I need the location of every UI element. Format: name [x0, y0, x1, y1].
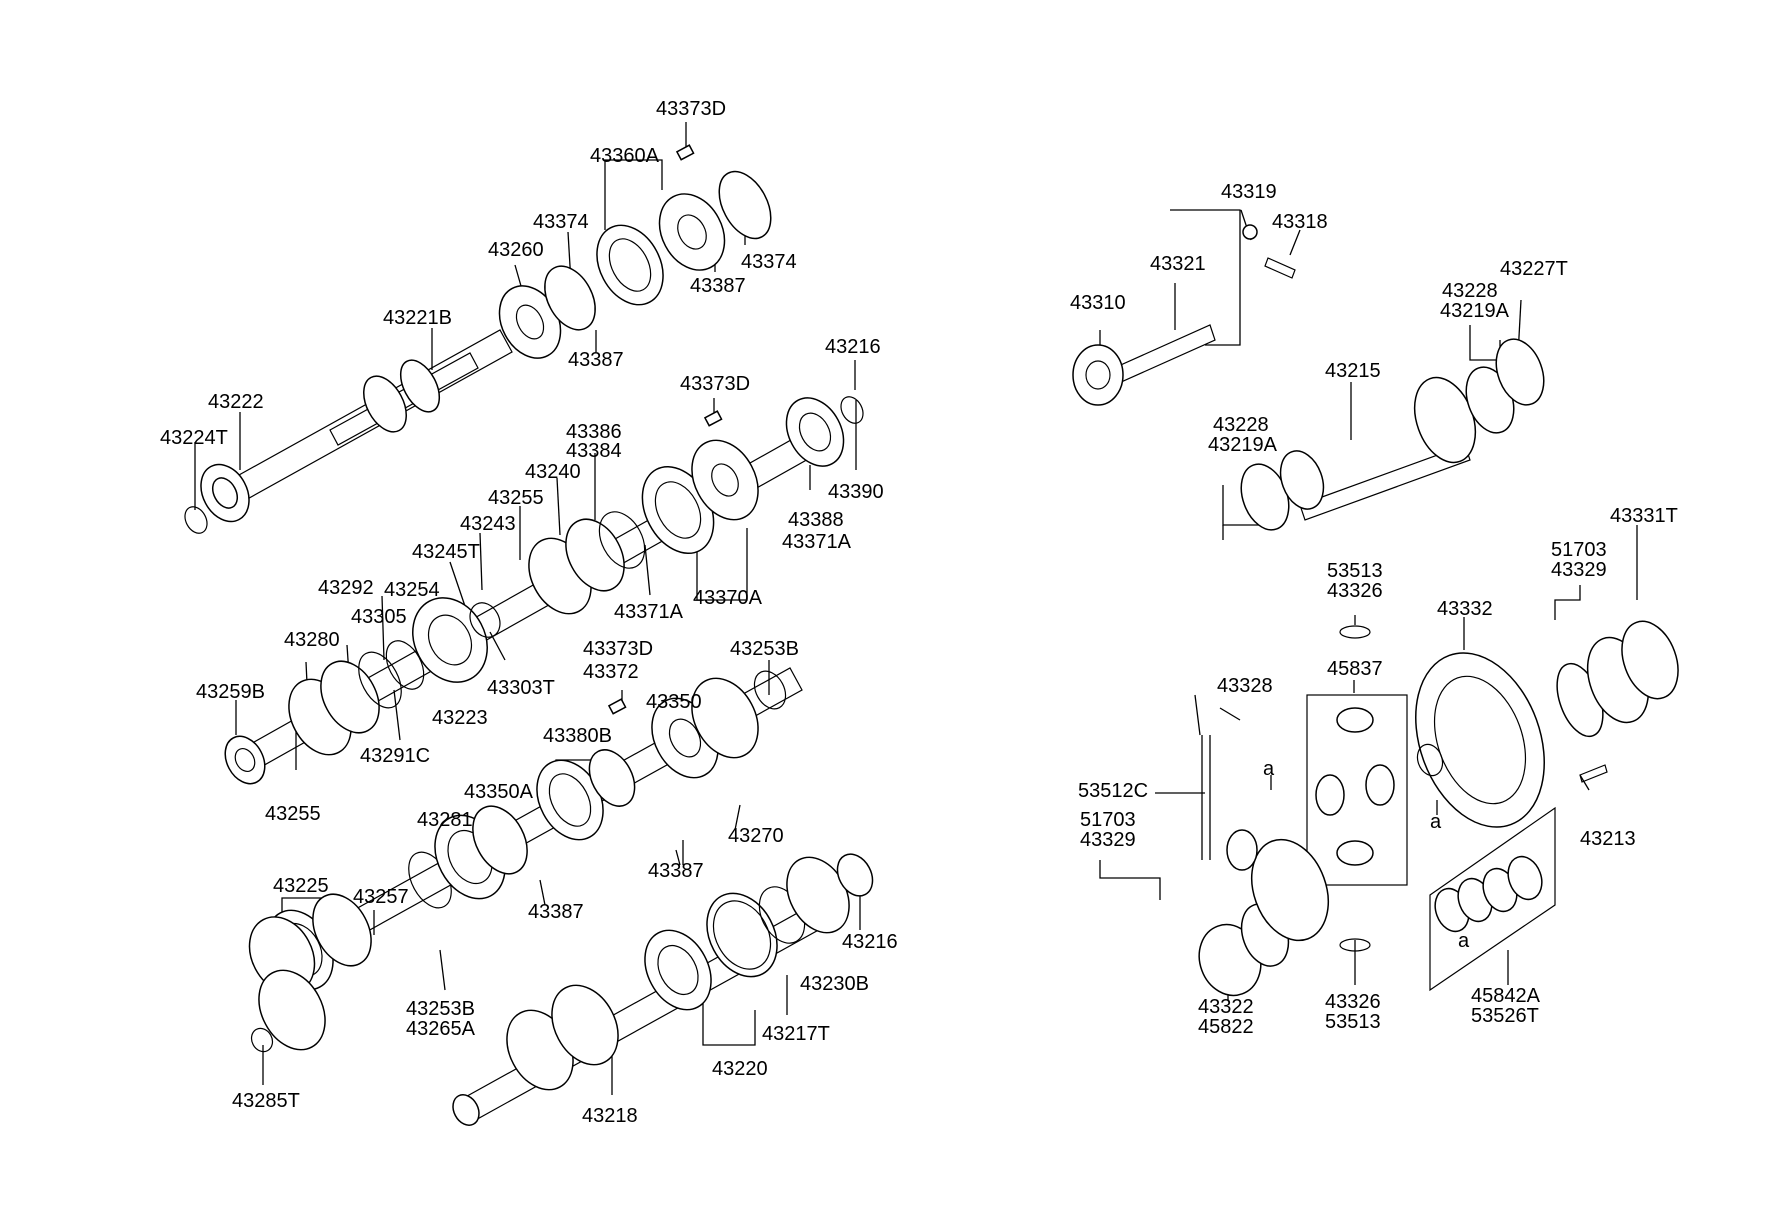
- label-43328: 43328: [1217, 675, 1273, 697]
- label-43373D-mid: 43373D: [680, 373, 750, 395]
- label-45842A: 45842A: [1471, 985, 1541, 1007]
- label-43255-a: 43255: [488, 487, 544, 509]
- label-43350: 43350: [646, 691, 702, 713]
- label-43243: 43243: [460, 513, 516, 535]
- label-43220: 43220: [712, 1058, 768, 1080]
- label-53512C: 53512C: [1078, 780, 1148, 802]
- label-43305: 43305: [351, 606, 407, 628]
- label-43387-b: 43387: [568, 349, 624, 371]
- label-43388: 43388: [788, 509, 844, 531]
- label-53513-low: 53513: [1325, 1011, 1381, 1033]
- label-43217T: 43217T: [762, 1023, 830, 1045]
- label-43319: 43319: [1221, 181, 1277, 203]
- label-43350A: 43350A: [464, 781, 534, 803]
- label-43326-low: 43326: [1325, 991, 1381, 1013]
- label-43310: 43310: [1070, 292, 1126, 314]
- label-43326-top: 43326: [1327, 580, 1383, 602]
- label-43254: 43254: [384, 579, 440, 601]
- label-43360A: 43360A: [590, 145, 660, 167]
- label-43318: 43318: [1272, 211, 1328, 233]
- label-45822: 45822: [1198, 1016, 1254, 1038]
- label-43228-a: 43228: [1442, 280, 1498, 302]
- label-43260: 43260: [488, 239, 544, 261]
- label-a-2: a: [1430, 811, 1442, 833]
- label-43259B: 43259B: [196, 681, 265, 703]
- label-43265A: 43265A: [406, 1018, 476, 1040]
- label-43228-b: 43228: [1213, 414, 1269, 436]
- label-43380B: 43380B: [543, 725, 612, 747]
- differential-pinion-group-box: [1306, 694, 1408, 886]
- label-51703-b: 51703: [1080, 809, 1136, 831]
- label-43230B: 43230B: [800, 973, 869, 995]
- label-43216-top: 43216: [825, 336, 881, 358]
- label-43291C: 43291C: [360, 745, 430, 767]
- label-43227T: 43227T: [1500, 258, 1568, 280]
- label-43270: 43270: [728, 825, 784, 847]
- part-labels: 43373D 43360A 43374 43260 43387 43374 43…: [160, 98, 1678, 1127]
- final-drive-assembly: [1072, 224, 1679, 997]
- label-43373D-top: 43373D: [656, 98, 726, 120]
- label-43390: 43390: [828, 481, 884, 503]
- input-shaft-assembly: [184, 144, 772, 534]
- label-43321: 43321: [1150, 253, 1206, 275]
- label-43257: 43257: [353, 886, 409, 908]
- label-43329-a: 43329: [1551, 559, 1607, 581]
- label-43387-d: 43387: [528, 901, 584, 923]
- label-45837: 45837: [1327, 658, 1383, 680]
- label-53513-top: 53513: [1327, 560, 1383, 582]
- label-43370A: 43370A: [693, 587, 763, 609]
- label-43372: 43372: [583, 661, 639, 683]
- label-43303T: 43303T: [487, 677, 555, 699]
- counter-shaft-assembly: [248, 853, 874, 1126]
- label-a-1: a: [1263, 758, 1275, 780]
- label-43322: 43322: [1198, 996, 1254, 1018]
- label-43373D-low: 43373D: [583, 638, 653, 660]
- label-43384: 43384: [566, 440, 622, 462]
- label-51703-a: 51703: [1551, 539, 1607, 561]
- label-43253B-b: 43253B: [406, 998, 475, 1020]
- label-43374-b: 43374: [741, 251, 797, 273]
- label-43280: 43280: [284, 629, 340, 651]
- label-43253B-a: 43253B: [730, 638, 799, 660]
- label-43219A-a: 43219A: [1440, 300, 1510, 322]
- label-43223: 43223: [432, 707, 488, 729]
- label-43386: 43386: [566, 421, 622, 443]
- label-43371A-a: 43371A: [782, 531, 852, 553]
- label-43222: 43222: [208, 391, 264, 413]
- label-43224T: 43224T: [160, 427, 228, 449]
- label-43221B: 43221B: [383, 307, 452, 329]
- label-43332: 43332: [1437, 598, 1493, 620]
- label-43329-b: 43329: [1080, 829, 1136, 851]
- label-43225: 43225: [273, 875, 329, 897]
- label-43387-a: 43387: [690, 275, 746, 297]
- label-43216-low: 43216: [842, 931, 898, 953]
- output-shaft-assembly: [224, 396, 864, 785]
- label-43218: 43218: [582, 1105, 638, 1127]
- label-43240: 43240: [525, 461, 581, 483]
- shim-group-box: [1429, 806, 1556, 992]
- label-43371A-b: 43371A: [614, 601, 684, 623]
- label-43374-a: 43374: [533, 211, 589, 233]
- label-43255-b: 43255: [265, 803, 321, 825]
- label-43215: 43215: [1325, 360, 1381, 382]
- label-43219A-b: 43219A: [1208, 434, 1278, 456]
- label-43292: 43292: [318, 577, 374, 599]
- label-53526T: 53526T: [1471, 1005, 1539, 1027]
- leader-lines: [194, 122, 1638, 1095]
- label-43281: 43281: [417, 809, 473, 831]
- label-43213: 43213: [1580, 828, 1636, 850]
- label-43331T: 43331T: [1610, 505, 1678, 527]
- label-43245T: 43245T: [412, 541, 480, 563]
- label-a-3: a: [1458, 930, 1470, 952]
- label-43387-c: 43387: [648, 860, 704, 882]
- label-43285T: 43285T: [232, 1090, 300, 1112]
